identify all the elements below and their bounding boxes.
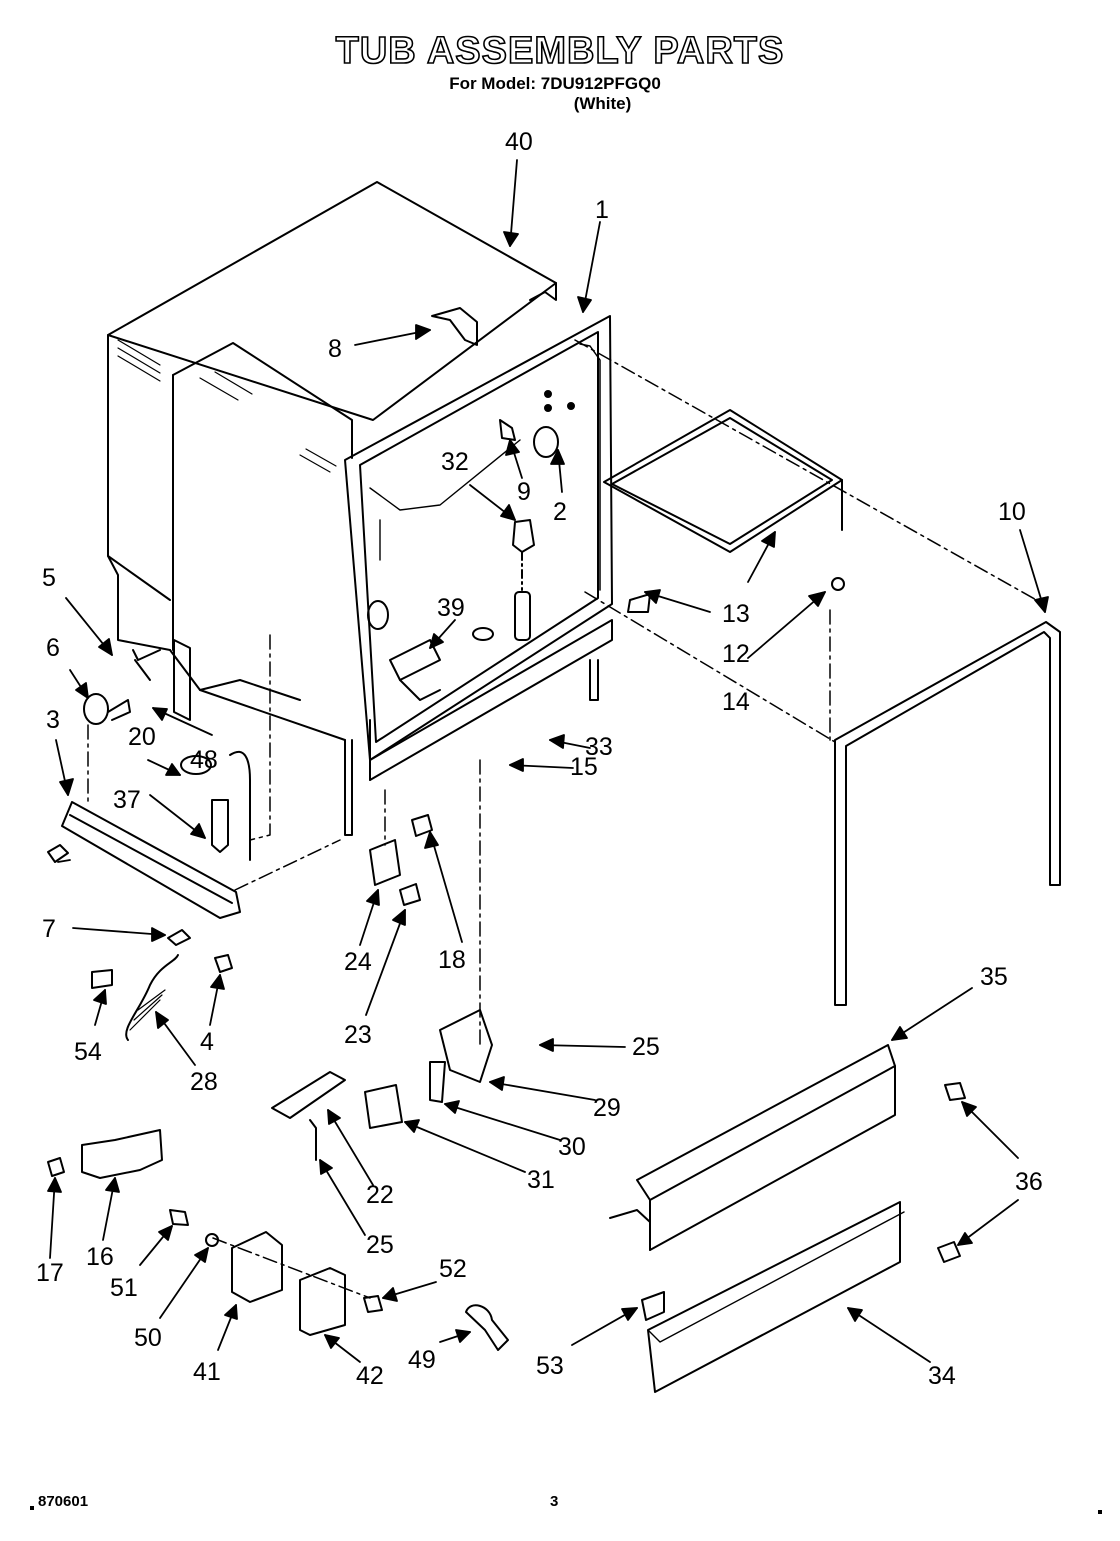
callout-28: 28 (190, 1068, 218, 1096)
callout-40: 40 (505, 128, 533, 156)
tub-body (107, 181, 557, 741)
callout-37: 37 (113, 786, 141, 814)
callout-24: 24 (344, 948, 372, 976)
callout-41: 41 (193, 1358, 221, 1386)
part-32-inlet (512, 519, 535, 553)
part-10-frame (834, 621, 1061, 1006)
part-13-rack (603, 409, 845, 613)
floor-parts (367, 591, 531, 701)
callout-16: 16 (86, 1243, 114, 1271)
callout-36-upper: 36 (1015, 1168, 1043, 1196)
callout-35: 35 (980, 963, 1008, 991)
callout-17: 17 (36, 1259, 64, 1287)
callout-33: 33 (585, 733, 613, 761)
callout-14: 14 (722, 688, 750, 716)
callout-6: 6 (46, 634, 60, 662)
part-2-fitting (533, 426, 559, 458)
callout-4: 4 (200, 1028, 214, 1056)
callout-22: 22 (366, 1181, 394, 1209)
callout-12: 12 (722, 640, 750, 668)
leader-arrows (47, 159, 1049, 1363)
callout-32: 32 (441, 448, 469, 476)
callout-23: 23 (344, 1021, 372, 1049)
model-line: For Model: 7DU912PFGQ0 (449, 74, 661, 93)
callout-34: 34 (928, 1362, 956, 1390)
center-hardware (271, 814, 493, 1161)
callout-10: 10 (998, 498, 1026, 526)
callout-50: 50 (134, 1324, 162, 1352)
callout-53: 53 (536, 1352, 564, 1380)
callout-5: 5 (42, 564, 56, 592)
callout-7: 7 (42, 915, 56, 943)
callout-29: 29 (593, 1094, 621, 1122)
model-variant: (White) (573, 94, 632, 113)
callout-20: 20 (128, 723, 156, 751)
callout-25-upper: 25 (632, 1033, 660, 1061)
callout-15: 15 (570, 753, 598, 781)
callout-25-lower: 25 (366, 1231, 394, 1259)
callout-9: 9 (517, 478, 531, 506)
callout-31: 31 (527, 1166, 555, 1194)
callout-48: 48 (190, 746, 218, 774)
part-8-clip (431, 307, 478, 346)
registration-mark-right (1098, 1510, 1102, 1514)
callout-1: 1 (595, 196, 609, 224)
callout-2: 2 (553, 498, 567, 526)
callout-49: 49 (408, 1346, 436, 1374)
callout-labels: 40 1 8 32 9 2 10 5 39 13 6 12 14 3 20 48… (36, 128, 1043, 1390)
document-number: 870601 (38, 1493, 89, 1510)
alignment-lines (87, 339, 1041, 1299)
callout-51: 51 (110, 1274, 138, 1302)
callout-18: 18 (438, 946, 466, 974)
callout-52: 52 (439, 1255, 467, 1283)
callout-39: 39 (437, 594, 465, 622)
part-9-screw (499, 419, 516, 441)
page-number: 3 (550, 1493, 559, 1510)
registration-mark-left (30, 1506, 34, 1510)
callout-30: 30 (558, 1133, 586, 1161)
callout-42: 42 (356, 1362, 384, 1390)
kick-panels (609, 1044, 966, 1393)
callout-54: 54 (74, 1038, 102, 1066)
left-hardware (47, 639, 251, 1041)
callout-3: 3 (46, 706, 60, 734)
bottom-left-hardware (47, 1129, 509, 1351)
callout-8: 8 (328, 335, 342, 363)
diagram-title: TUB ASSEMBLY PARTS (335, 29, 785, 73)
callout-13: 13 (722, 600, 750, 628)
